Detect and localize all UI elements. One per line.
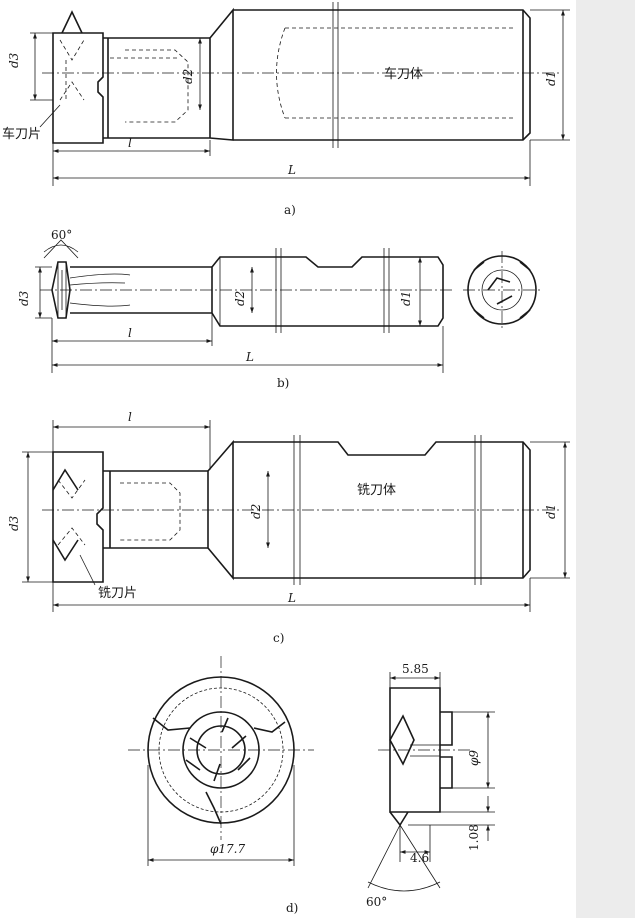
drill-shank [70, 266, 212, 314]
figure-c: d3 d2 d1 l L 铣刀体 铣刀片 c) [7, 410, 570, 645]
dim-d2-c: d2 [249, 504, 263, 519]
angle-60-d: 60° [366, 895, 387, 909]
dim-4-6: 4.6 [410, 851, 429, 865]
dim-l-b: l [128, 326, 132, 340]
page-margin [576, 0, 635, 918]
label-turning-body: 车刀体 [384, 66, 423, 82]
dim-L-b: L [245, 350, 254, 364]
caption-b: b) [277, 376, 289, 390]
dim-phi-17-7: φ17.7 [210, 842, 245, 856]
caption-c: c) [273, 631, 284, 645]
neck-outline [103, 37, 210, 139]
figure-d: φ17.7 5.85 φ9 1.08 4.6 60° d) [128, 656, 495, 915]
dim-d1-a: d1 [544, 71, 558, 86]
figure-b: 60° d3 d2 d1 l L b) [17, 228, 541, 390]
dim-d3-b: d3 [17, 290, 31, 306]
dim-l-a: l [128, 136, 132, 150]
turning-tool-body [209, 7, 531, 141]
dim-d2-a: d2 [181, 69, 195, 84]
dim-1-08: 1.08 [467, 824, 481, 851]
dim-d2-b: d2 [233, 291, 247, 306]
insert-tip [61, 10, 83, 34]
dim-d1-c: d1 [544, 504, 558, 519]
dim-l-c: l [128, 410, 132, 424]
dim-L-a: L [287, 163, 296, 177]
dim-d3-a: d3 [7, 52, 21, 68]
turning-insert-outline [52, 32, 104, 144]
caption-d: d) [286, 901, 298, 915]
dim-d1-b: d1 [399, 291, 413, 306]
angle-60-b: 60° [51, 228, 72, 242]
milling-insert-outline [52, 451, 104, 583]
dim-phi-9: φ9 [467, 750, 481, 766]
label-turning-insert: 车刀片 [2, 126, 41, 142]
label-milling-insert: 铣刀片 [98, 586, 137, 601]
figure-a: d3 d2 d1 l L 车刀体 车刀片 a) [2, 2, 570, 217]
dim-L-c: L [287, 591, 296, 605]
label-milling-body: 铣刀体 [357, 483, 396, 498]
dim-d3-c: d3 [7, 515, 21, 531]
caption-a: a) [284, 203, 296, 217]
dim-5-85: 5.85 [402, 662, 429, 676]
